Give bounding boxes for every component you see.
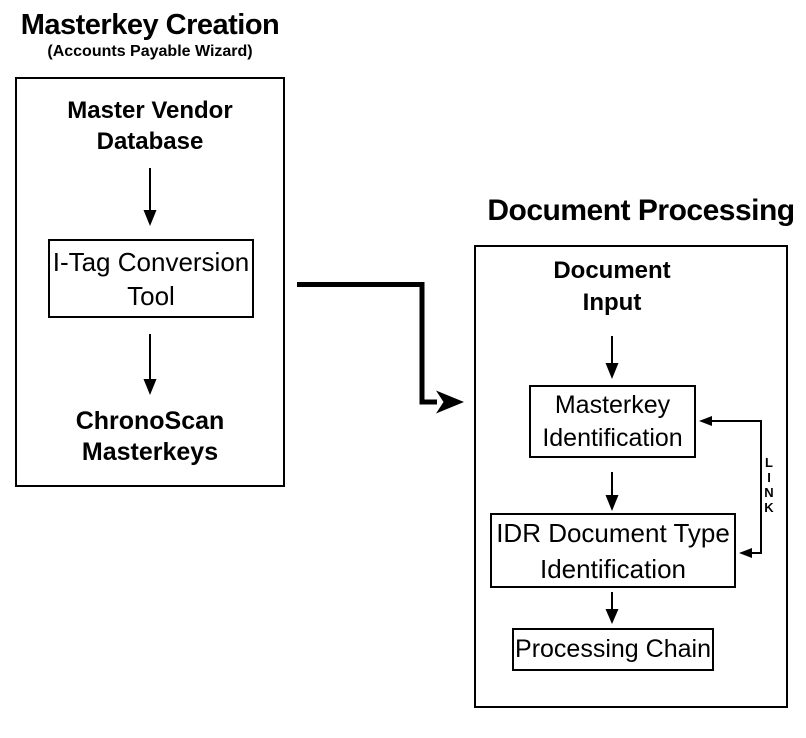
node-idr-document-type-identification: IDR Document Type Identification <box>490 513 736 588</box>
document-processing-container <box>474 245 788 708</box>
arrow-mvd-to-itag <box>143 168 157 226</box>
arrow-mkid-to-idr <box>605 472 619 511</box>
node-document-input: Document Input <box>553 257 671 316</box>
masterkey-creation-container <box>15 77 285 487</box>
node-itag-conversion-tool: I-Tag Conversion Tool <box>48 239 254 318</box>
masterkey-creation-title: Masterkey Creation <box>20 9 280 41</box>
arrow-docinput-to-mkid <box>605 336 619 379</box>
node-processing-chain: Processing Chain <box>512 628 714 671</box>
document-processing-header: Document Processing <box>481 194 801 228</box>
link-connector <box>699 416 762 558</box>
masterkey-creation-subtitle: (Accounts Payable Wizard) <box>47 43 253 60</box>
document-processing-title: Document Processing <box>487 194 795 227</box>
masterkey-creation-header: Masterkey Creation (Accounts Payable Wiz… <box>10 8 290 62</box>
arrow-creation-to-processing <box>297 282 464 414</box>
node-chronoscan-masterkeys: ChronoScan Masterkeys <box>75 407 225 466</box>
arrow-itag-to-chrono <box>143 334 157 395</box>
arrow-idr-to-pchain <box>605 592 619 624</box>
node-masterkey-identification: Masterkey Identification <box>529 385 696 458</box>
node-master-vendor-database: Master Vendor Database <box>67 97 233 155</box>
